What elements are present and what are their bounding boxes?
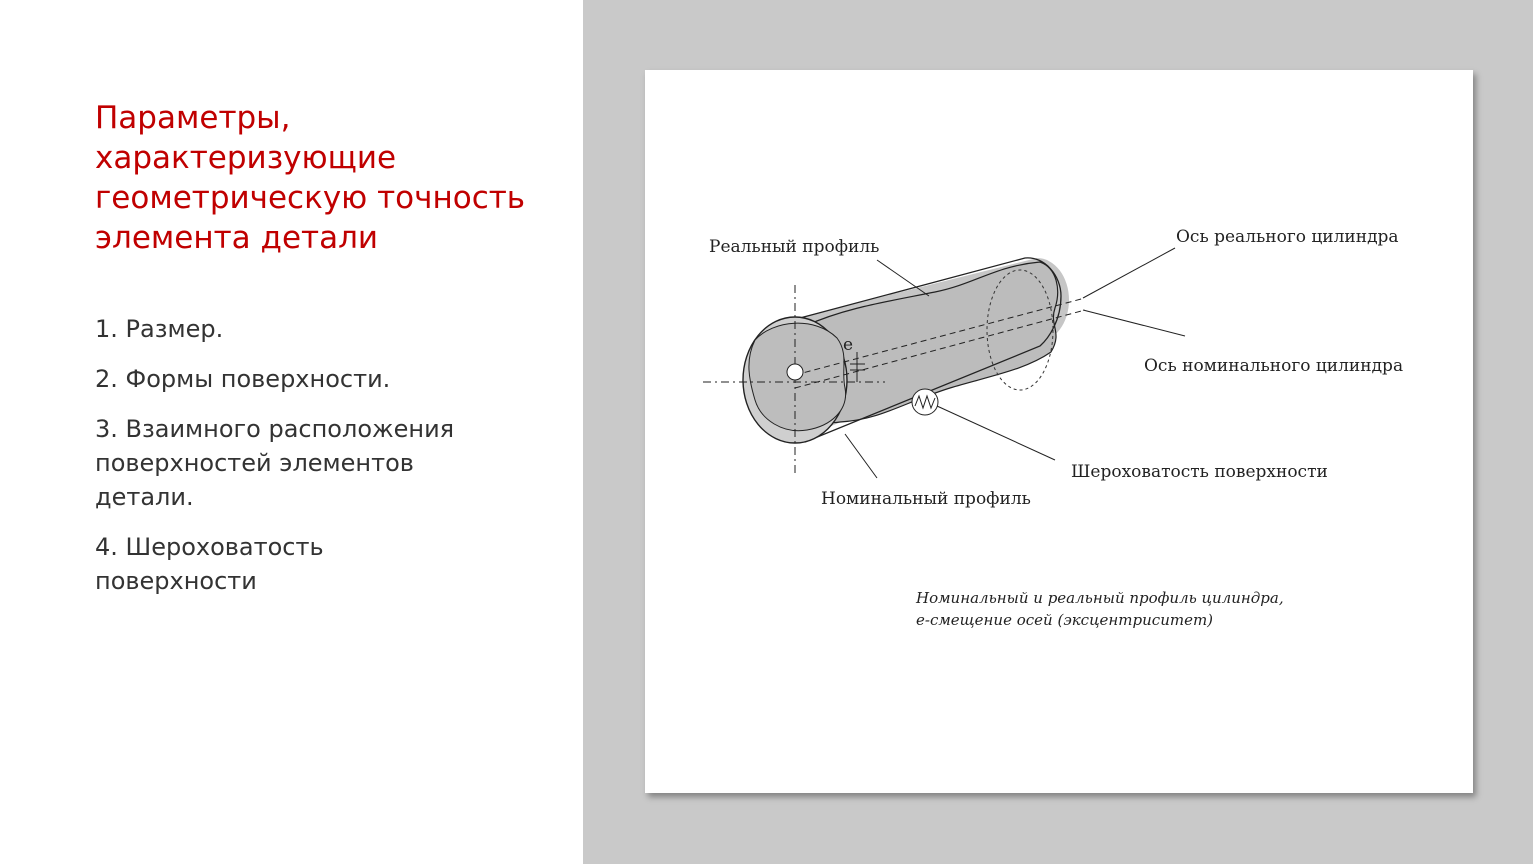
title-line: Параметры, [95,100,291,136]
leader-line-nominal-profile [844,433,878,479]
list-item-line: 4. Шероховатость [95,533,324,561]
slide-title: Параметры, характеризующие геометрическу… [95,98,555,258]
cylinder-right-end-hidden [986,269,1054,391]
list-item: 2. Формы поверхности. [95,362,565,396]
label-nominal-axis: Ось номинального цилиндра [1144,356,1403,376]
list-item-line: поверхностей элементов [95,449,414,477]
parameter-list: 1. Размер. 2. Формы поверхности. 3. Взаи… [95,312,565,614]
leader-line-real-profile [876,259,930,297]
cylinder-diagram: Реальный профиль Ось реального цилиндра … [703,227,1403,629]
nominal-profile-outline [799,257,1062,443]
real-axis-point [786,363,804,381]
list-item-line: поверхности [95,567,257,595]
label-nominal-profile: Номинальный профиль [821,489,1031,509]
text-panel: Параметры, характеризующие геометрическу… [0,0,583,864]
leader-line-roughness [936,405,1056,461]
real-axis-line [794,297,1086,376]
roughness-zigzag [914,394,936,410]
title-line: характеризующие [95,140,397,176]
list-item-line: детали. [95,483,194,511]
title-line: элемента детали [95,220,379,256]
list-item: 4. Шероховатость поверхности [95,530,565,598]
figure-caption-line: е-смещение осей (эксцентриситет) [916,611,1213,629]
list-item: 3. Взаимного расположения поверхностей э… [95,412,565,514]
list-item-line: 3. Взаимного расположения [95,415,455,443]
leader-line-real-axis [1082,247,1176,299]
figure-card: Реальный профиль Ось реального цилиндра … [645,70,1473,793]
label-real-axis: Ось реального цилиндра [1176,227,1399,247]
nominal-axis-line [794,309,1086,389]
label-eccentricity: e [843,335,853,355]
label-roughness: Шероховатость поверхности [1071,462,1328,482]
list-item: 1. Размер. [95,312,565,346]
label-real-profile: Реальный профиль [709,237,879,257]
figure-caption-line: Номинальный и реальный профиль цилиндра, [915,589,1284,607]
title-line: геометрическую точность [95,180,526,216]
leader-line-nominal-axis [1082,309,1186,337]
list-item-line: 1. Размер. [95,315,224,343]
list-item-line: 2. Формы поверхности. [95,365,391,393]
